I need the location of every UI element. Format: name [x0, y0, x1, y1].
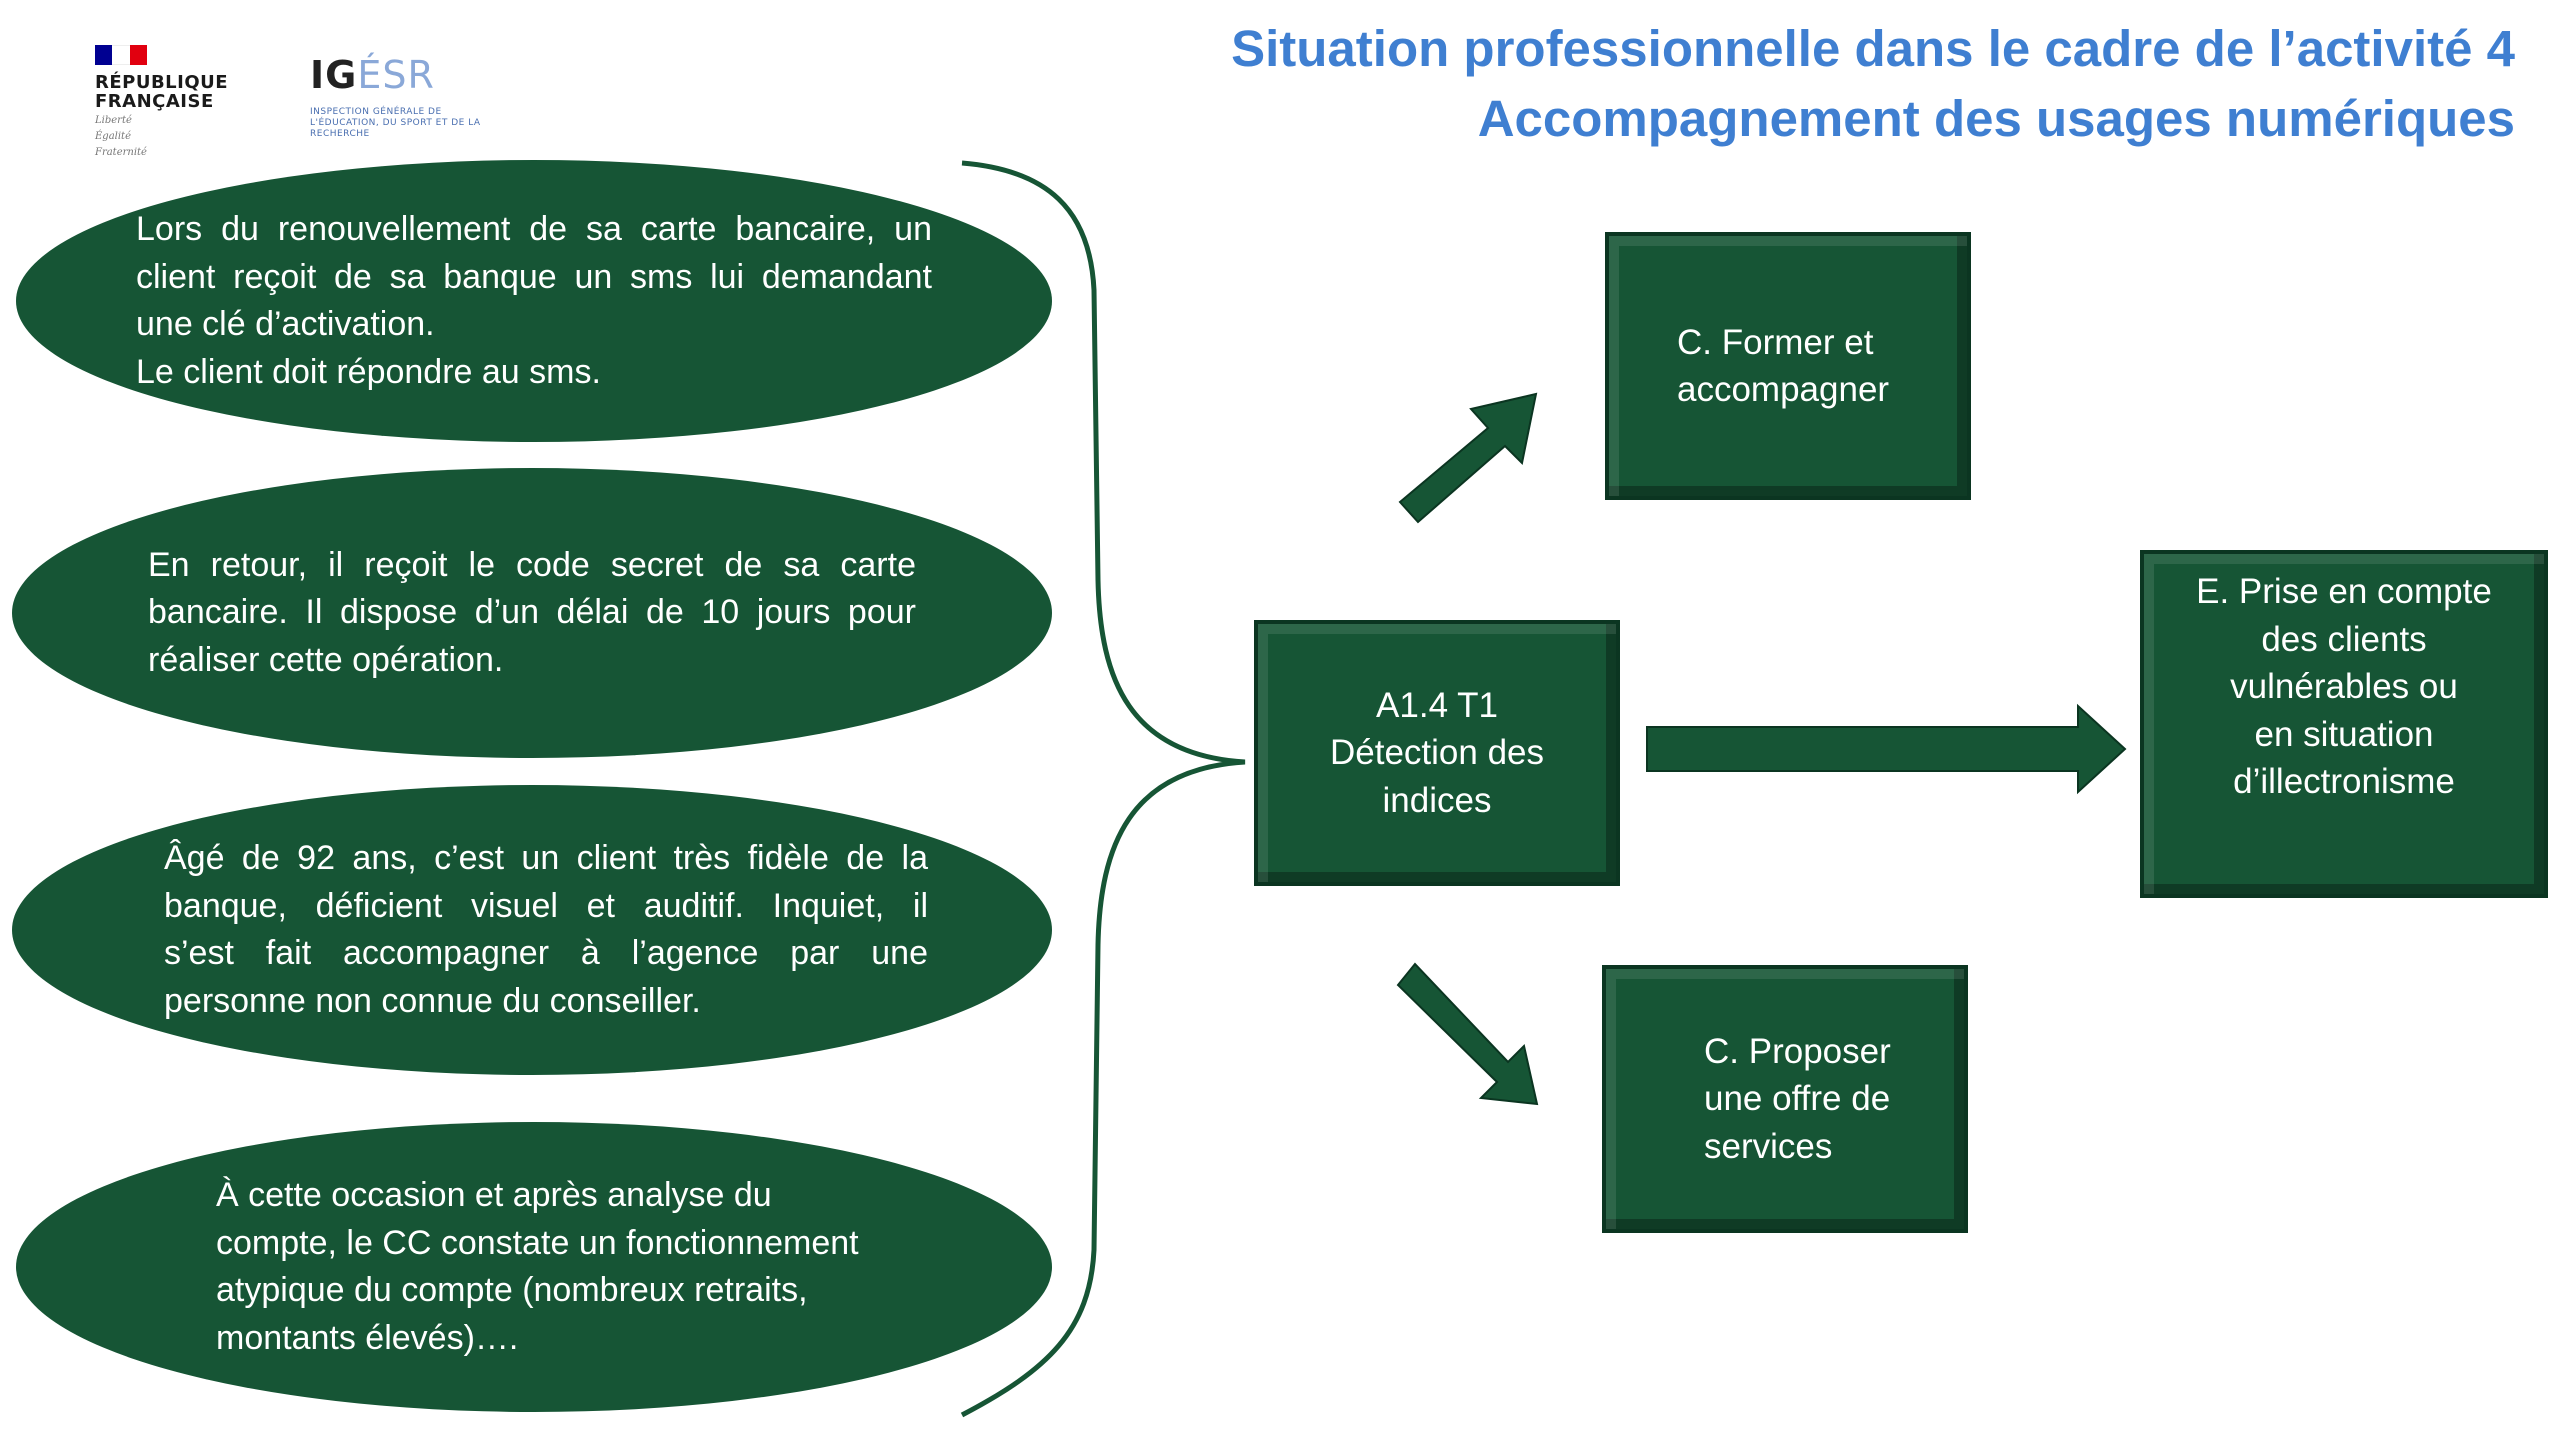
igesr-logo-ig: IG — [310, 53, 358, 97]
logo-rf-motto-2: Égalité — [95, 131, 131, 142]
situation-4-line-2: compte, le CC constate un fonctionnement — [216, 1223, 859, 1262]
logo-rf-line-1: RÉPUBLIQUE — [95, 72, 229, 93]
situation-ellipse-4: À cette occasion et après analyse du com… — [16, 1122, 1052, 1412]
box-former-accompagner-text: C. Former et accompagner — [1677, 322, 1890, 410]
situation-3-line-1: Âgé de 92 ans, c’est un client très fidè… — [164, 839, 928, 877]
title-line-2: Accompagnement des usages numériques — [1477, 90, 2515, 147]
igesr-logo: IGÉSR INSPECTION GÉNÉRALE DE L'ÉDUCATION… — [310, 55, 490, 140]
situation-1-line-4: Le client doit répondre au sms. — [136, 352, 601, 391]
logo-rf-motto-1: Liberté — [95, 115, 132, 126]
situation-2-line-2: bancaire. Il dispose d’un délai de 10 jo… — [148, 593, 916, 632]
situation-4-line-4: montants élevés)…. — [216, 1318, 519, 1357]
box-prise-en-compte-text: E. Prise en compte des clients vulnérabl… — [2196, 572, 2492, 801]
situation-4-line-3: atypique du compte (nombreux retraits, — [216, 1271, 808, 1309]
title-line-1: Situation professionnelle dans le cadre … — [1231, 20, 2515, 77]
logo-rf-motto-3: Fraternité — [95, 147, 147, 158]
arrow-up-right — [1398, 392, 1538, 524]
box-prise-en-compte: E. Prise en compte des clients vulnérabl… — [2140, 550, 2548, 898]
box-proposer-offre-text: C. Proposer une offre de services — [1704, 1031, 1891, 1166]
situation-3-line-2: banque, déficient visuel et auditif. Inq… — [164, 886, 928, 925]
situation-2-line-3: réaliser cette opération. — [148, 640, 504, 679]
situation-ellipse-2: En retour, il reçoit le code secret de s… — [12, 468, 1052, 758]
situation-1-line-1: Lors du renouvellement de sa carte banca… — [136, 210, 932, 248]
box-detection-indices-text: A1.4 T1 Détection des indices — [1329, 685, 1545, 820]
arrow-down-right — [1396, 962, 1539, 1106]
situation-4-line-1: À cette occasion et après analyse du — [216, 1176, 772, 1214]
situation-2-line-1: En retour, il reçoit le code secret de s… — [148, 545, 916, 584]
grouping-brace — [960, 160, 1246, 1418]
situation-1-line-2: client reçoit de sa banque un sms lui de… — [136, 257, 932, 296]
situation-3-line-3: s’est fait accompagner à l’agence par un… — [164, 934, 928, 972]
situation-3-line-4: personne non connue du conseiller. — [164, 981, 701, 1020]
igesr-logo-esr: ÉSR — [357, 53, 435, 97]
situation-ellipse-1: Lors du renouvellement de sa carte banca… — [16, 160, 1052, 442]
situation-ellipse-3: Âgé de 92 ans, c’est un client très fidè… — [12, 785, 1052, 1075]
situation-1-line-3: une clé d’activation. — [136, 305, 435, 343]
box-proposer-offre: C. Proposer une offre de services — [1602, 965, 1968, 1233]
box-detection-indices: A1.4 T1 Détection des indices — [1254, 620, 1620, 886]
logo-rf-line-2: FRANÇAISE — [95, 91, 214, 112]
page-title: Situation professionnelle dans le cadre … — [1231, 14, 2515, 154]
republique-francaise-logo: RÉPUBLIQUE FRANÇAISE Liberté Égalité Fra… — [95, 45, 245, 159]
igesr-logo-subtitle: INSPECTION GÉNÉRALE DE L'ÉDUCATION, DU S… — [310, 107, 481, 139]
box-former-accompagner: C. Former et accompagner — [1605, 232, 1971, 500]
french-flag-icon — [95, 45, 147, 65]
arrow-right — [1646, 703, 2127, 795]
